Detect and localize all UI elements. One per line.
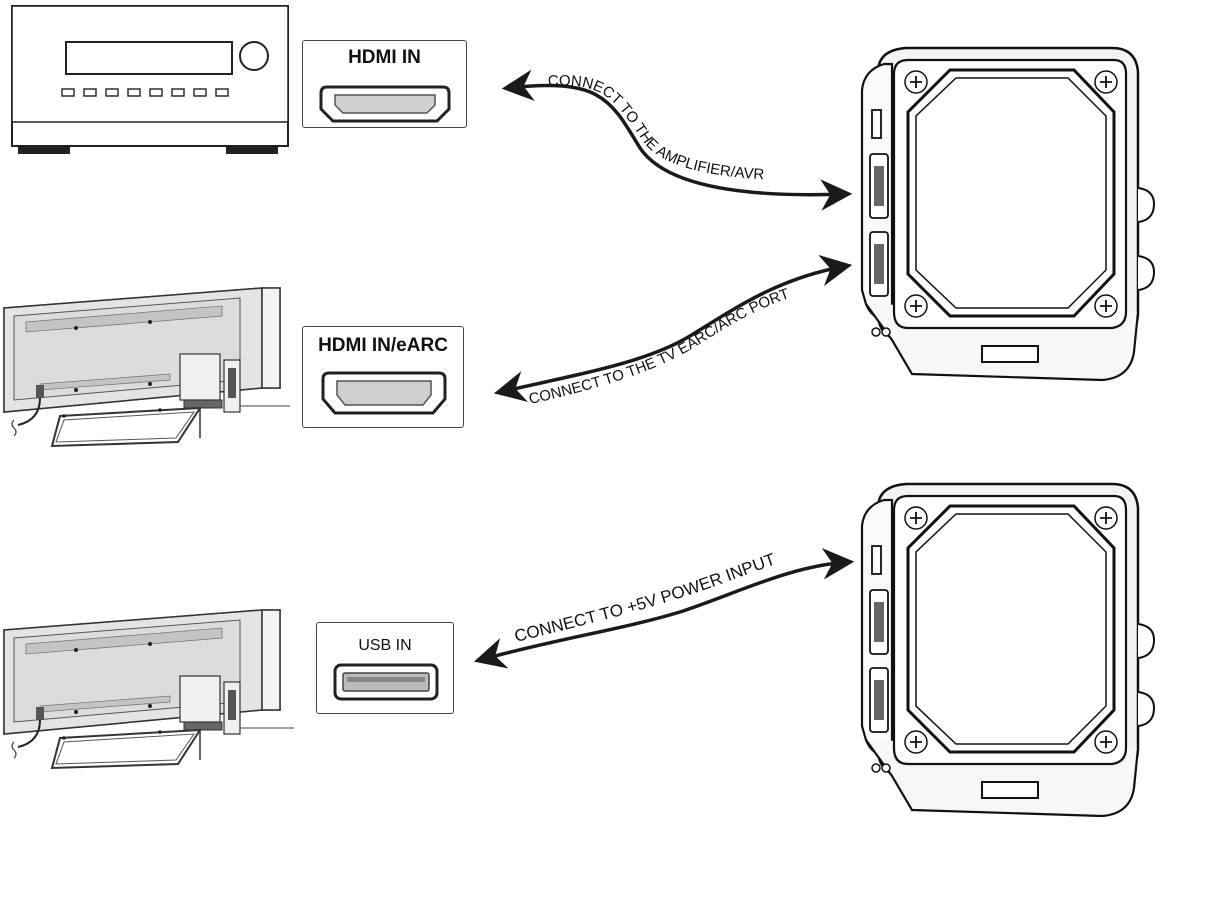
hdmi-earc-label-box: HDMI IN/eARC — [302, 326, 464, 428]
power-connection-label: CONNECT TO +5V POWER INPUT — [512, 550, 777, 646]
avr-receiver-icon — [11, 5, 289, 154]
hdmi-in-title: HDMI IN — [348, 47, 421, 68]
usb-port-icon — [333, 663, 439, 701]
hdmi-port-icon — [321, 371, 447, 415]
tv-back-icon — [3, 287, 290, 447]
hdmi-in-label-box: HDMI IN — [302, 40, 467, 128]
hdmi-port-icon — [319, 85, 451, 123]
extractor-device-icon — [860, 482, 1156, 818]
tv-earc-connection-label: CONNECT TO THE TV EARC/ARC PORT — [527, 285, 791, 408]
double-arrow-icon — [473, 548, 855, 669]
double-arrow-icon — [501, 69, 853, 211]
double-arrow-icon — [493, 255, 853, 402]
usb-in-title: USB IN — [358, 637, 412, 654]
usb-in-label-box: USB IN — [316, 622, 454, 714]
extractor-device-icon — [860, 46, 1156, 382]
amplifier-connection-label: CONNECT TO THE AMPLIFIER/AVR — [548, 72, 765, 183]
hdmi-earc-title: HDMI IN/eARC — [318, 335, 448, 356]
tv-back-icon — [3, 609, 294, 769]
